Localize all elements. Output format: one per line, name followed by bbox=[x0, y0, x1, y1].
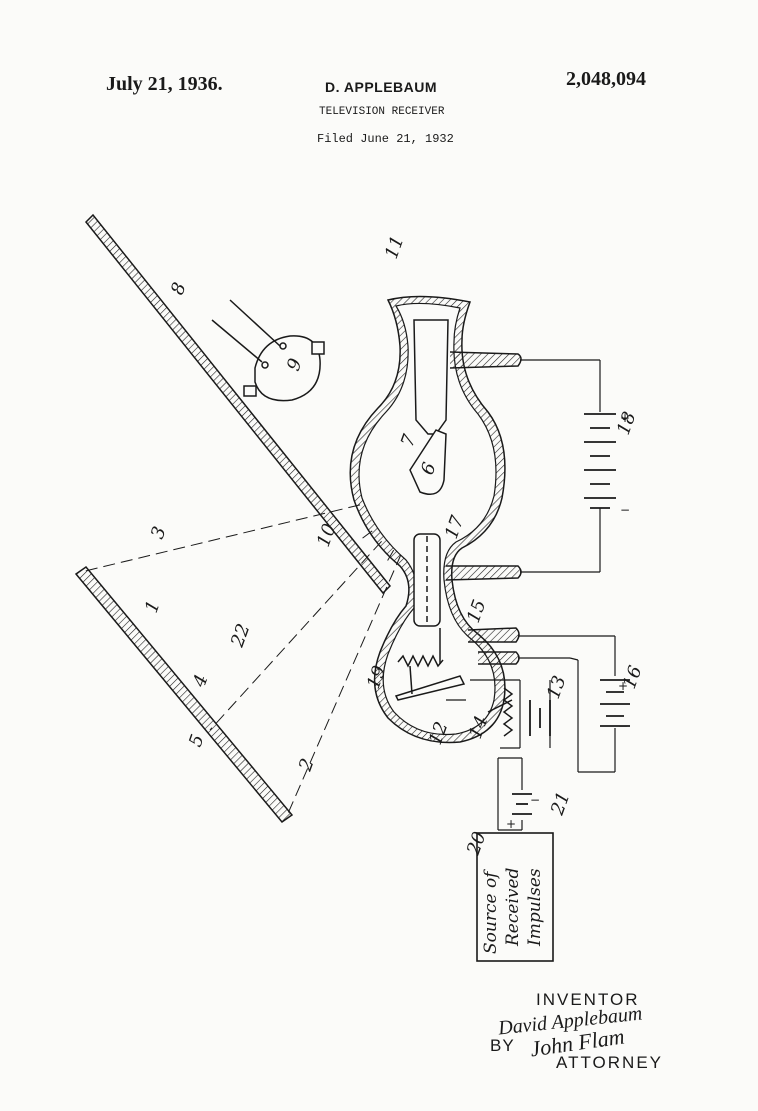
ref-3: 3 bbox=[147, 524, 171, 542]
source-box-20 bbox=[476, 832, 554, 962]
ref-8: 8 bbox=[167, 280, 191, 298]
rheostat-14 bbox=[487, 687, 514, 737]
svg-text:−: − bbox=[618, 719, 628, 733]
source-line-1: Source of bbox=[481, 869, 501, 954]
ref-5: 5 bbox=[185, 732, 209, 750]
ref-2: 2 bbox=[295, 756, 319, 775]
source-line-3: Impulses bbox=[525, 868, 545, 947]
ref-4: 4 bbox=[189, 672, 213, 691]
wiring bbox=[446, 359, 616, 831]
attorney-label: ATTORNEY bbox=[556, 1053, 663, 1072]
svg-text:−: − bbox=[530, 793, 540, 807]
battery-21 bbox=[512, 793, 532, 815]
battery-18 bbox=[584, 413, 616, 509]
patent-date: July 21, 1936. bbox=[106, 73, 223, 95]
ref-22: 22 bbox=[227, 621, 255, 651]
mirror-8 bbox=[84, 213, 392, 595]
cathode-ray-tube-11 bbox=[349, 295, 522, 744]
by-label: BY bbox=[490, 1036, 515, 1055]
inventor-name: D. APPLEBAUM bbox=[325, 79, 438, 95]
source-line-2: Received bbox=[503, 867, 523, 947]
ref-21: 21 bbox=[547, 789, 575, 819]
patent-number: 2,048,094 bbox=[566, 68, 646, 90]
battery-13 bbox=[529, 700, 551, 736]
svg-text:−: − bbox=[620, 503, 630, 517]
patent-title: TELEVISION RECEIVER bbox=[319, 106, 445, 118]
battery-16 bbox=[600, 679, 630, 727]
ref-15: 15 bbox=[463, 597, 491, 626]
ref-11: 11 bbox=[381, 233, 409, 262]
svg-text:+: + bbox=[618, 679, 628, 693]
ref-13: 13 bbox=[543, 673, 571, 702]
inventor-label: INVENTOR bbox=[536, 990, 640, 1009]
ref-1: 1 bbox=[141, 598, 165, 616]
svg-text:+: + bbox=[506, 817, 516, 831]
filing-date: Filed June 21, 1932 bbox=[317, 132, 454, 146]
photocell-9 bbox=[211, 299, 325, 402]
screen-1 bbox=[74, 565, 294, 824]
svg-text:+: + bbox=[620, 411, 630, 425]
